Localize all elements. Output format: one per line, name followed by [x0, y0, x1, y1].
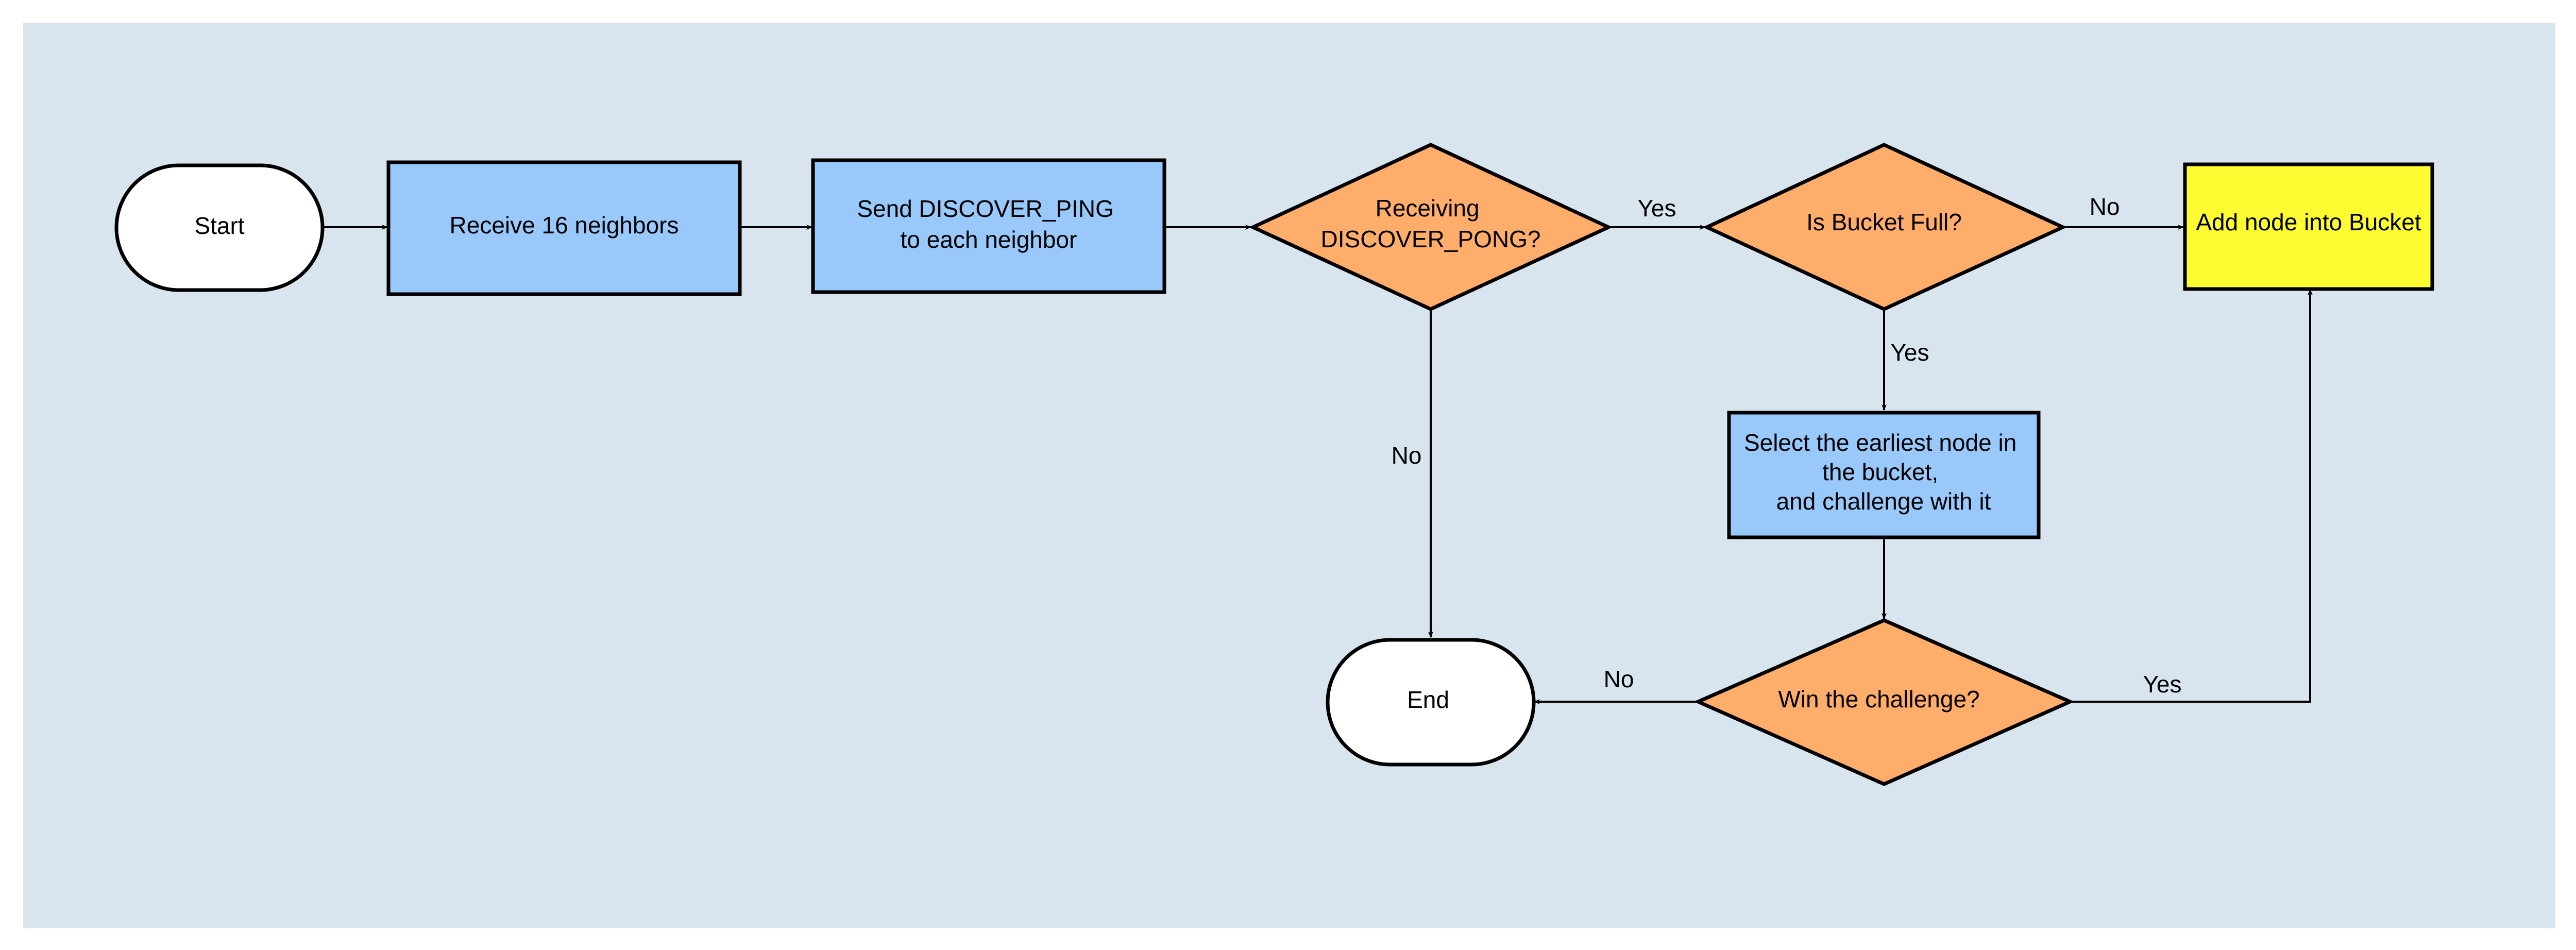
edge-label-win-yes: Yes	[2143, 671, 2181, 698]
win-challenge-label-line: Win the challenge?	[1778, 686, 1979, 712]
add-node-label: Add node into Bucket	[2196, 209, 2421, 235]
send-ping-label-line-2: to each neighbor	[901, 226, 1077, 253]
end-label: End	[1407, 686, 1449, 713]
send-ping-box	[811, 158, 1166, 294]
select-earliest-label-line-3: and challenge with it	[1776, 488, 1991, 515]
receive-neighbors-label-line: Receive 16 neighbors	[450, 212, 679, 239]
win-challenge-diamond	[1693, 618, 2075, 786]
end-terminal-shape	[1326, 638, 1536, 767]
node-start: Start	[114, 163, 325, 292]
win-challenge-label: Win the challenge?	[1778, 686, 1979, 712]
edge-win-yes-to-add	[2070, 289, 2313, 703]
receiving-pong-label: Receiving DISCOVER_PONG?	[1321, 195, 1541, 252]
edge-label-pong-yes: Yes	[1637, 195, 1676, 222]
select-earliest-label-line-2: the bucket,	[1822, 459, 1938, 485]
edges	[324, 225, 2313, 704]
bucket-full-label: Is Bucket Full?	[1806, 209, 1962, 235]
node-end: End	[1326, 638, 1536, 767]
node-bucket-full: Is Bucket Full?	[1702, 143, 2067, 311]
node-select-earliest: Select the earliest node in the bucket, …	[1727, 411, 2041, 539]
bucket-full-diamond	[1702, 143, 2067, 311]
receive-neighbors-box	[386, 160, 742, 296]
send-ping-label: Send DISCOVER_PING to each neighbor	[857, 195, 1120, 253]
node-send-ping: Send DISCOVER_PING to each neighbor	[811, 158, 1166, 294]
receiving-pong-label-line-2: DISCOVER_PONG?	[1321, 226, 1541, 252]
diagram-background	[23, 23, 2555, 928]
add-node-box	[2183, 162, 2434, 291]
edge-label-pong-no: No	[1392, 442, 1422, 469]
send-ping-label-line-1: Send DISCOVER_PING	[857, 195, 1114, 222]
node-receiving-pong: Receiving DISCOVER_PONG?	[1248, 143, 1613, 311]
edge-label-bucket-yes: Yes	[1890, 339, 1929, 366]
node-receive-neighbors: Receive 16 neighbors	[386, 160, 742, 296]
bucket-full-label-line: Is Bucket Full?	[1806, 209, 1962, 235]
start-label: Start	[194, 212, 244, 239]
receiving-pong-diamond	[1248, 143, 1613, 311]
select-earliest-box	[1727, 411, 2041, 539]
node-add-node: Add node into Bucket	[2183, 162, 2434, 291]
end-label-line: End	[1407, 686, 1449, 713]
select-earliest-label: Select the earliest node in the bucket, …	[1744, 429, 2023, 515]
start-terminal-shape	[114, 163, 325, 292]
edge-label-bucket-no: No	[2090, 193, 2120, 220]
start-label-line: Start	[194, 212, 244, 239]
receive-neighbors-label: Receive 16 neighbors	[450, 212, 679, 239]
receiving-pong-label-line-1: Receiving	[1376, 195, 1480, 222]
edge-labels: Yes No Yes No No Yes	[1392, 193, 2182, 698]
edge-label-win-no: No	[1604, 666, 1634, 692]
node-win-challenge: Win the challenge?	[1693, 618, 2075, 786]
add-node-label-line: Add node into Bucket	[2196, 209, 2421, 235]
select-earliest-label-line-1: Select the earliest node in	[1744, 429, 2016, 456]
